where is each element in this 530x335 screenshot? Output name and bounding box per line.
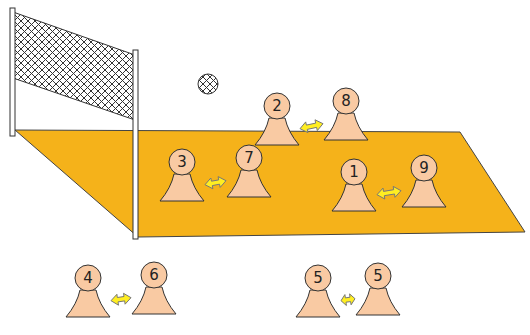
net-mesh xyxy=(13,12,135,120)
double-arrow xyxy=(341,294,355,306)
ball xyxy=(198,74,218,94)
player-number: 8 xyxy=(323,87,369,110)
player-number: 1 xyxy=(331,158,377,181)
player: 2 xyxy=(254,92,300,146)
player-number: 6 xyxy=(131,261,177,284)
player: 5 xyxy=(295,264,341,318)
player: 4 xyxy=(65,264,111,318)
player: 7 xyxy=(226,144,272,198)
player: 1 xyxy=(331,158,377,212)
double-arrow xyxy=(300,120,323,133)
net-post xyxy=(10,8,15,136)
net-post xyxy=(133,50,138,239)
player: 3 xyxy=(159,148,205,202)
player-number: 5 xyxy=(295,264,341,287)
court xyxy=(15,130,525,237)
double-arrow xyxy=(205,177,226,189)
double-arrow xyxy=(111,293,131,305)
player: 6 xyxy=(131,261,177,315)
player-number: 4 xyxy=(65,264,111,287)
player-number: 9 xyxy=(401,154,447,177)
double-arrow xyxy=(377,186,401,199)
player-number: 7 xyxy=(226,144,272,167)
player-number: 3 xyxy=(159,148,205,171)
player: 8 xyxy=(323,87,369,141)
player: 5 xyxy=(355,262,401,316)
player: 9 xyxy=(401,154,447,208)
player-number: 2 xyxy=(254,92,300,115)
player-number: 5 xyxy=(355,262,401,285)
